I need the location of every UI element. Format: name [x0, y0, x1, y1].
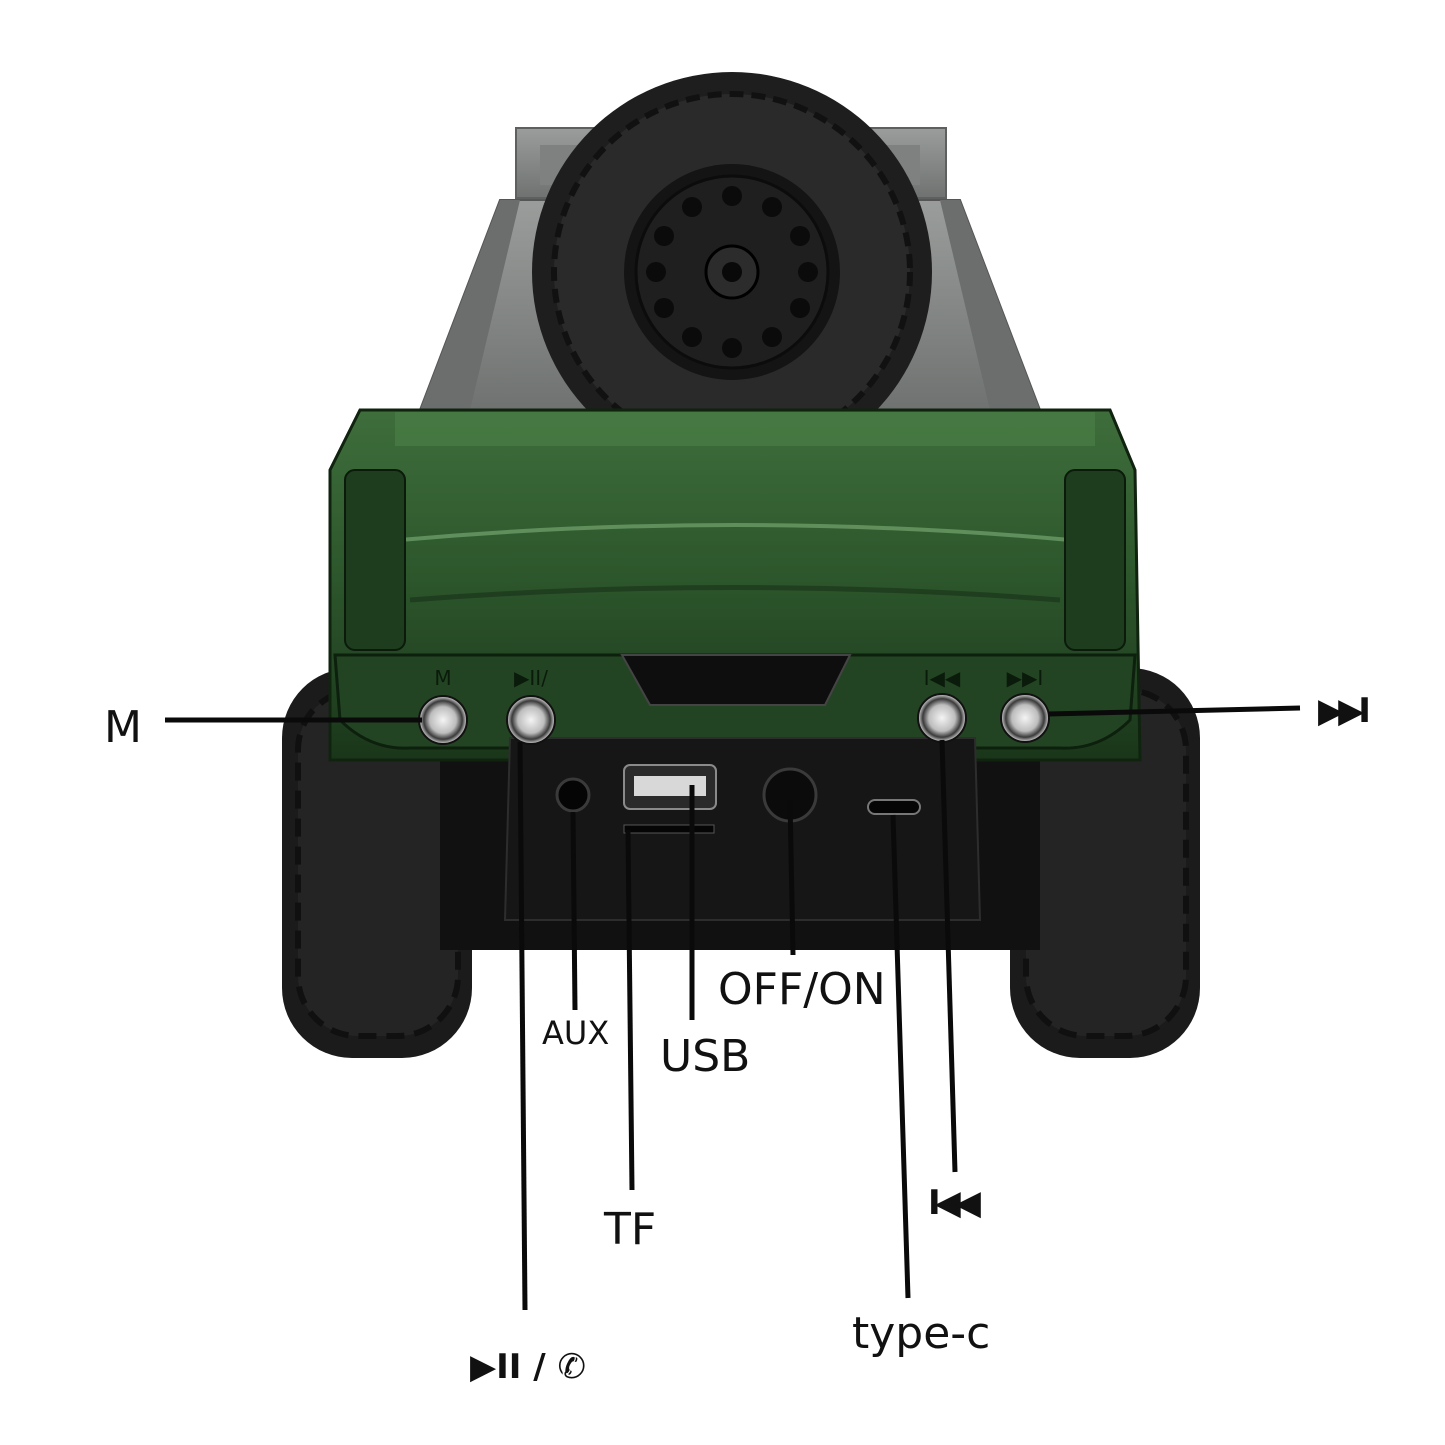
- play-pause-call-icon: ▶II / ✆: [470, 1347, 587, 1387]
- tf-slot: [623, 824, 715, 834]
- callout-play: [517, 741, 528, 1311]
- knob-next: [1000, 693, 1050, 743]
- spare-tire: [532, 72, 932, 472]
- label-aux: AUX: [542, 1014, 610, 1052]
- label-tf: TF: [604, 1204, 657, 1255]
- callout-type-c: [890, 814, 911, 1299]
- next-track-icon: ▶▶I: [1318, 691, 1371, 731]
- knob-play: [506, 695, 556, 745]
- label-m: M: [104, 702, 142, 753]
- callout-off-on: [787, 799, 796, 956]
- callout-lines: [165, 705, 1301, 1311]
- previous-track-icon: I◀◀: [928, 1183, 981, 1223]
- callout-prev: [939, 739, 958, 1173]
- callout-next: [1047, 705, 1301, 717]
- knob-m: [418, 695, 468, 745]
- right-rear-wheel: [1010, 668, 1200, 1058]
- knob-prev: [917, 693, 967, 743]
- panel-mark-next: ▶▶I: [1007, 666, 1044, 690]
- callout-tf: [625, 829, 635, 1191]
- label-usb: USB: [660, 1031, 751, 1082]
- panel-mark-prev: I◀◀: [924, 666, 961, 690]
- type-c-port: [867, 799, 921, 815]
- left-rear-wheel: [282, 668, 472, 1058]
- label-off-on: OFF/ON: [718, 964, 886, 1015]
- callout-aux: [570, 811, 578, 1011]
- label-type-c: type-c: [852, 1308, 991, 1359]
- panel-mark-m: M: [434, 666, 451, 690]
- panel-mark-play: ▶II/: [514, 666, 548, 690]
- aux-port: [555, 777, 591, 813]
